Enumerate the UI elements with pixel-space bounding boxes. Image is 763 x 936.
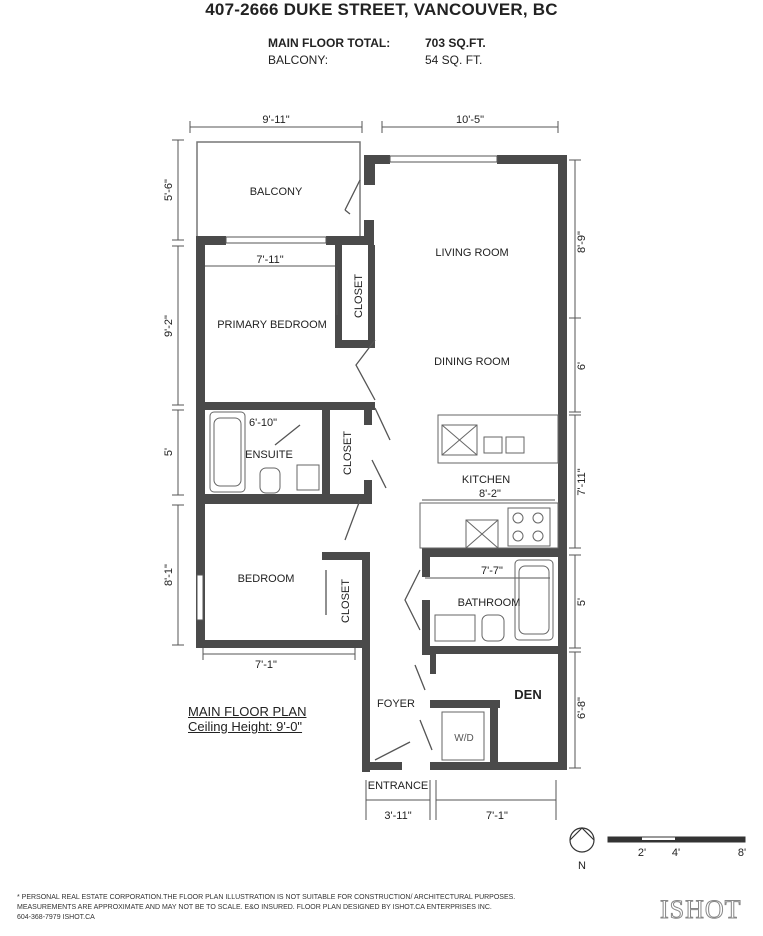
room-balcony: BALCONY xyxy=(250,186,303,198)
room-dining: DINING ROOM xyxy=(434,356,510,368)
dim-balcony-depth: 5'-6" xyxy=(163,179,175,201)
plan-title-block: MAIN FLOOR PLAN Ceiling Height: 9'-0" xyxy=(188,704,306,734)
room-wd: W/D xyxy=(454,733,473,744)
dim-den-depth: 6'-8" xyxy=(576,697,588,719)
footer-line-1: * PERSONAL REAL ESTATE CORPORATION.THE F… xyxy=(17,894,516,901)
dim-entrance-width: 3'-11" xyxy=(384,810,411,822)
room-entrance: ENTRANCE xyxy=(368,780,429,792)
room-closet-primary: CLOSET xyxy=(353,274,365,318)
north-label: N xyxy=(578,860,586,872)
footer-disclaimer: * PERSONAL REAL ESTATE CORPORATION.THE F… xyxy=(17,893,577,923)
ishot-logo: ISHOT xyxy=(660,895,742,925)
dim-bedroom-width: 7'-1" xyxy=(255,659,277,671)
dim-primary-depth: 9'-2" xyxy=(163,315,175,337)
room-foyer: FOYER xyxy=(377,698,415,710)
dim-kitchen-depth: 7'-11" xyxy=(576,468,588,495)
scale-mark-4: 4' xyxy=(672,847,680,859)
plan-title: MAIN FLOOR PLAN xyxy=(188,704,307,719)
room-kitchen: KITCHEN xyxy=(462,474,510,486)
dim-bath-depth: 5' xyxy=(576,598,588,606)
room-living: LIVING ROOM xyxy=(435,247,508,259)
room-primary-bedroom: PRIMARY BEDROOM xyxy=(217,319,327,331)
dim-living-width: 10'-5" xyxy=(456,114,484,126)
floor-plan: BALCONY LIVING ROOM DINING ROOM PRIMARY … xyxy=(163,114,746,872)
room-bathroom: BATHROOM xyxy=(458,597,521,609)
dim-bath-width: 7'-7" xyxy=(481,565,503,577)
room-ensuite: ENSUITE xyxy=(245,449,293,461)
ceiling-height: Ceiling Height: 9'-0" xyxy=(188,719,303,734)
footer-line-3: 604-368-7979 ISHOT.CA xyxy=(17,914,95,921)
main-floor-label: MAIN FLOOR TOTAL: xyxy=(268,36,391,50)
room-closet-bedroom: CLOSET xyxy=(340,579,352,623)
dim-ensuite-depth: 5' xyxy=(163,448,175,456)
footer-line-2: MEASUREMENTS ARE APPROXIMATE AND MAY NOT… xyxy=(17,904,492,911)
dim-living-depth: 8'-9" xyxy=(576,231,588,253)
dim-dining-depth: 6' xyxy=(576,362,588,370)
scale-mark-8: 8' xyxy=(738,847,746,859)
main-floor-value: 703 SQ.FT. xyxy=(425,36,486,50)
room-closet-ensuite: CLOSET xyxy=(342,431,354,475)
page-title: 407-2666 DUKE STREET, VANCOUVER, BC xyxy=(205,0,558,19)
dim-den-width: 7'-1" xyxy=(486,810,508,822)
dim-primary-width: 7'-11" xyxy=(256,254,283,266)
balcony-value: 54 SQ. FT. xyxy=(425,53,483,67)
scale-mark-2: 2' xyxy=(638,847,646,859)
dim-kitchen-width: 8'-2" xyxy=(479,488,501,500)
dim-balcony-width: 9'-11" xyxy=(262,114,289,126)
room-den: DEN xyxy=(514,687,541,702)
dim-bedroom-depth: 8'-1" xyxy=(163,564,175,586)
room-bedroom: BEDROOM xyxy=(238,573,295,585)
balcony-label: BALCONY: xyxy=(268,53,329,67)
dim-ensuite-width: 6'-10" xyxy=(249,417,277,429)
